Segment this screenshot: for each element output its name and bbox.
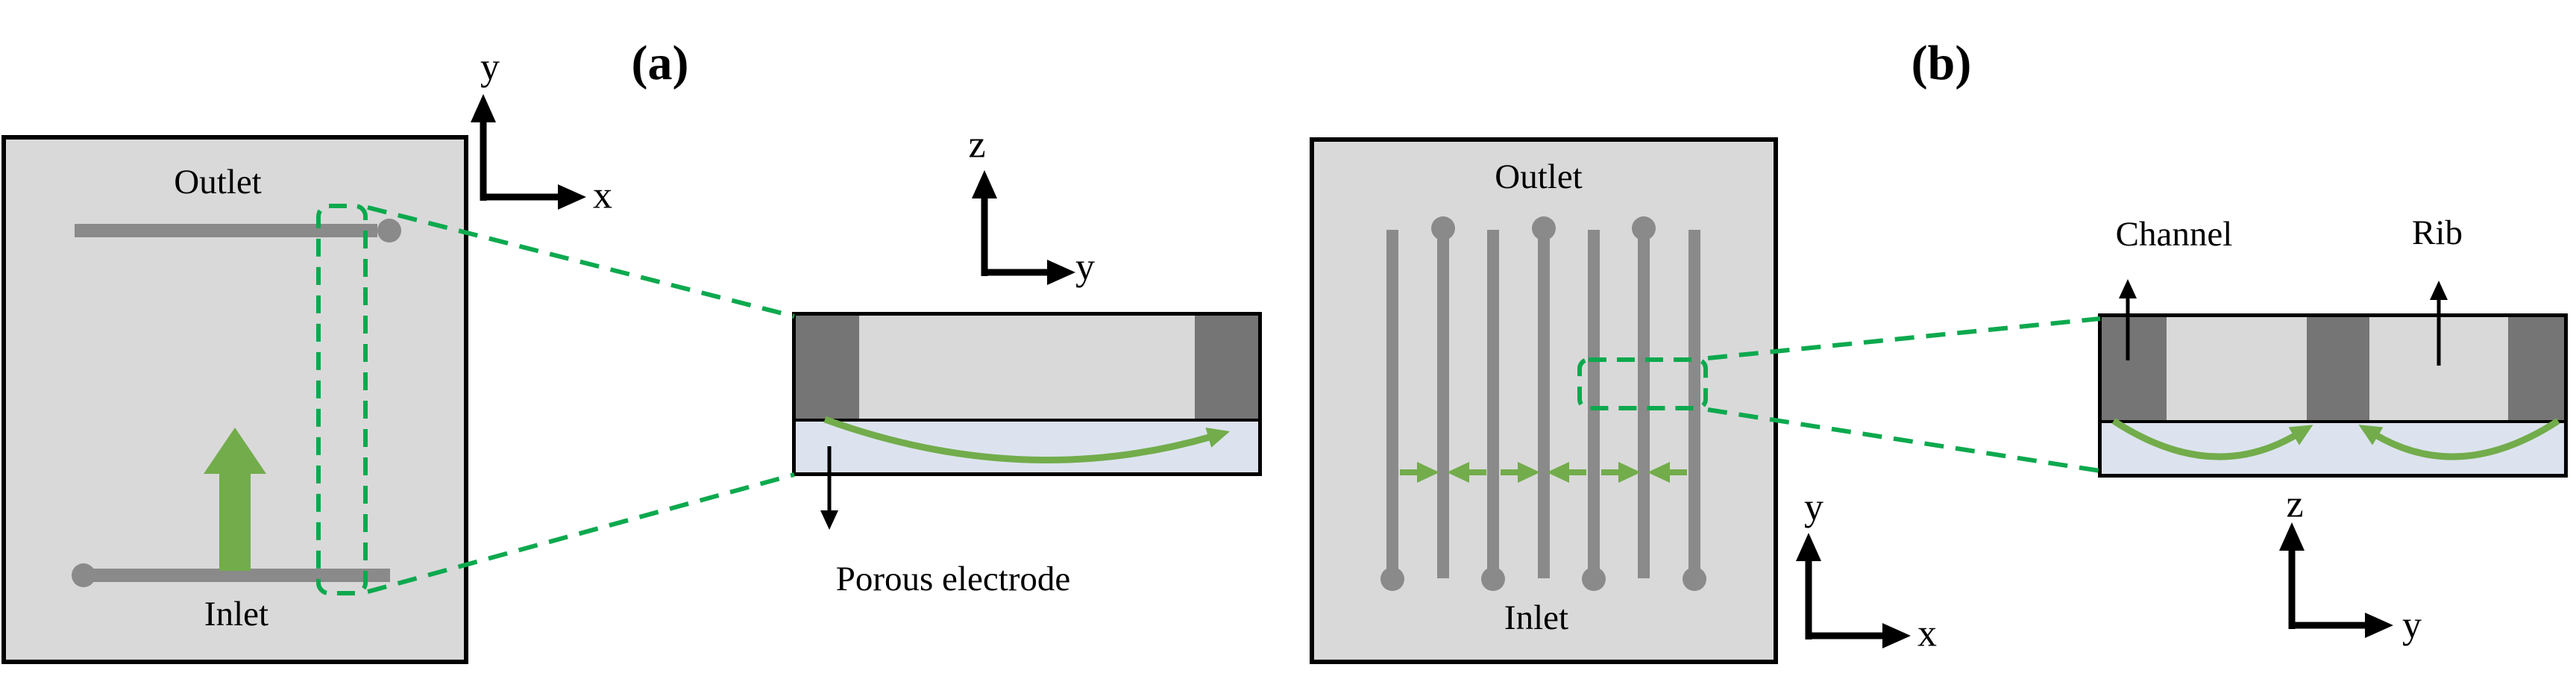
channel-bar-7	[1688, 230, 1700, 578]
channel-bar-6	[1638, 230, 1650, 578]
electrode-flow-arrow-right-b	[2358, 418, 2560, 460]
porous-electrode-label: Porous electrode	[835, 560, 1071, 598]
y-axis-label-xsec-a: y	[1075, 245, 1095, 289]
electrode-flow-arrow-a	[823, 416, 1231, 463]
channel-block-right-b	[2508, 317, 2564, 420]
inlet-label-b: Inlet	[1504, 598, 1569, 637]
channel-block-middle-b	[2307, 317, 2369, 420]
x-axis-label-a: x	[593, 174, 612, 217]
z-axis-label-xsec-b: z	[2286, 483, 2304, 526]
channel-bar-3	[1487, 230, 1499, 578]
channel-bar-4	[1538, 230, 1550, 578]
channel-port-dot-bottom-3	[1481, 567, 1505, 591]
cross-section-a	[792, 312, 1262, 476]
cross-section-b-plate	[2102, 317, 2564, 423]
channel-label: Channel	[2115, 215, 2233, 254]
cross-section-a-plate	[796, 316, 1258, 422]
channel-port-dot-bottom-7	[1683, 567, 1706, 591]
zoom-region-box-a	[316, 204, 368, 595]
panel-a-flow-field-box: Outlet Inlet	[1, 135, 468, 664]
zoom-connector-bottom-b	[1707, 407, 2101, 473]
inlet-label-a: Inlet	[204, 595, 269, 634]
inlet-port-dot-a	[72, 563, 95, 587]
channel-port-dot-top-6	[1632, 216, 1656, 240]
channel-port-dot-bottom-1	[1380, 567, 1404, 591]
electrode-flow-arrow-left-b	[2111, 418, 2313, 460]
channel-bar-2	[1437, 230, 1449, 578]
outlet-channel-a	[75, 224, 377, 237]
channel-block-right-a	[1195, 316, 1258, 419]
flow-direction-arrow-a	[204, 428, 266, 571]
outlet-label-b: Outlet	[1495, 157, 1583, 196]
zoom-connector-bottom-a	[367, 472, 795, 594]
outlet-port-dot-a	[377, 219, 401, 243]
panel-b-tag: (b)	[1911, 36, 1972, 90]
panel-b-flow-field-box: Outlet Inlet	[1310, 137, 1778, 664]
channel-bar-1	[1386, 230, 1398, 578]
zoom-region-box-b	[1577, 357, 1708, 410]
channel-block-left-b	[2102, 317, 2167, 420]
y-axis-label-xsec-b: y	[2402, 604, 2422, 647]
x-axis-label-b: x	[1917, 612, 1937, 655]
outlet-label-a: Outlet	[174, 163, 262, 201]
panel-a-tag: (a)	[631, 36, 689, 90]
channel-block-left-a	[796, 316, 859, 419]
channel-bar-5	[1588, 230, 1600, 578]
y-axis-label-b: y	[1804, 486, 1823, 529]
zoom-connector-top-b	[1707, 316, 2101, 360]
y-axis-label-a: y	[480, 46, 500, 89]
channel-port-dot-top-4	[1532, 216, 1556, 240]
channel-port-dot-top-2	[1431, 216, 1455, 240]
z-axis-label-xsec-a: z	[968, 123, 986, 166]
channel-port-dot-bottom-5	[1582, 567, 1606, 591]
zoom-connector-top-a	[367, 205, 795, 319]
rib-label: Rib	[2412, 213, 2463, 252]
inlet-channel-a	[84, 569, 390, 582]
